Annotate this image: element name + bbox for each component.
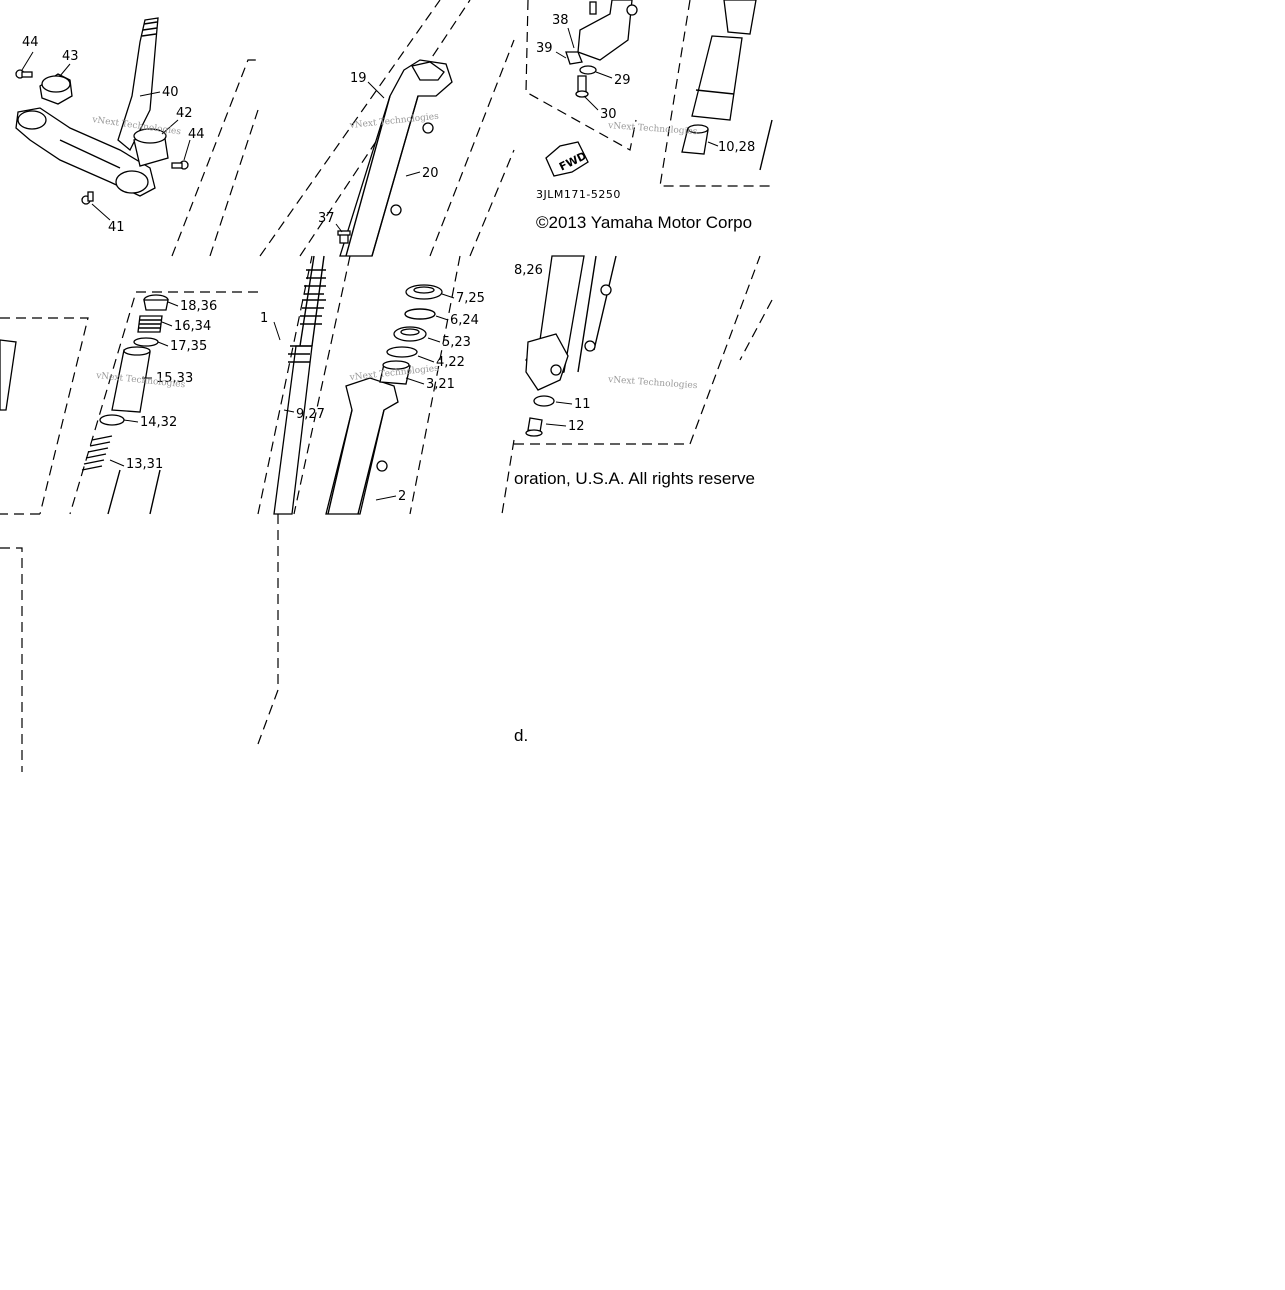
tile-bottom-right: d. (514, 726, 528, 745)
callout-42: 42 (176, 106, 193, 121)
washer-11-part (533, 395, 555, 407)
callout-16-34: 16,34 (174, 319, 211, 334)
callout-4-22: 4,22 (436, 355, 465, 370)
callout-38: 38 (552, 13, 569, 28)
cap-bolt-16-34 (137, 315, 163, 333)
nut-39-part (565, 51, 583, 65)
oil-seal-5-23 (393, 326, 427, 342)
tile-inner-tube-seals: 1 9,27 2 7,25 6,24 5,23 4,22 3,21 vNext … (257, 255, 515, 515)
o-ring-17-35 (133, 337, 159, 347)
copyright-line-2: oration, U.S.A. All rights reserve (514, 469, 755, 488)
bolt-41 (81, 191, 94, 205)
callout-44-right: 44 (188, 127, 205, 142)
callout-7-25: 7,25 (456, 291, 485, 306)
callout-15-33: 15,33 (156, 371, 193, 386)
outer-tube-2-part (325, 377, 399, 515)
tile-outer-tube-top: 19 20 37 vNext Technologies (259, 0, 515, 257)
bushing-3-21 (379, 360, 411, 385)
callout-20: 20 (422, 166, 439, 181)
rebound-spring-9-27 (288, 269, 326, 363)
callout-5-23: 5,23 (442, 335, 471, 350)
callout-11: 11 (574, 397, 591, 412)
callout-18-36: 18,36 (180, 299, 217, 314)
callout-14-32: 14,32 (140, 415, 177, 430)
callout-43: 43 (62, 49, 79, 64)
bolt-38-part (589, 1, 597, 15)
bolt-44-right (171, 160, 189, 170)
tile-axle-fwd: FWD 38 39 29 30 10,28 3JLM171-5250 ©2013… (525, 0, 773, 232)
tile-slider-bottom: 8,26 11 12 oration, U.S.A. All rights re… (514, 255, 773, 488)
callout-9-27: 9,27 (296, 407, 325, 422)
callout-10-28: 10,28 (718, 140, 755, 155)
steering-stem-part (117, 17, 159, 152)
part-code-label: 3JLM171-5250 (536, 188, 621, 201)
spring-13-31 (81, 435, 113, 471)
part-43-collar (39, 73, 73, 105)
bolt-30-part (575, 75, 589, 98)
callout-1: 1 (260, 311, 268, 326)
callout-41: 41 (108, 220, 125, 235)
bolt-37-part (337, 230, 351, 244)
callout-39: 39 (536, 41, 553, 56)
slider-bottom-part (577, 0, 638, 61)
callout-17-35: 17,35 (170, 339, 207, 354)
callout-40: 40 (162, 85, 179, 100)
part-42-bearing (133, 128, 169, 167)
callout-2: 2 (398, 489, 406, 504)
bolt-44-top (15, 69, 33, 79)
watermark-tile-6: vNext Technologies (607, 375, 698, 391)
outer-tube-19-part (339, 59, 453, 257)
lower-bracket-part (15, 107, 156, 197)
watermark-tile-3: vNext Technologies (607, 121, 698, 137)
tile-bottom-middle (257, 514, 279, 745)
callout-3-21: 3,21 (426, 377, 455, 392)
callout-13-31: 13,31 (126, 457, 163, 472)
callout-12: 12 (568, 419, 585, 434)
copyright-tail: d. (514, 726, 528, 745)
callout-19: 19 (350, 71, 367, 86)
washer-29-part (579, 65, 597, 75)
callout-30: 30 (600, 107, 617, 122)
tile-steering-head: 44 43 40 42 44 41 vNext Technologies (15, 17, 259, 257)
clip-6-24 (404, 308, 436, 320)
callout-44-top: 44 (22, 35, 39, 50)
cap-18-36 (143, 294, 169, 311)
callout-8-26: 8,26 (514, 263, 543, 278)
fwd-arrow-icon: FWD (545, 141, 589, 177)
washer-14-32 (99, 414, 125, 426)
callout-37: 37 (318, 211, 335, 226)
tile-damper-parts: 18,36 16,34 17,35 15,33 14,32 13,31 vNex… (0, 291, 258, 515)
bolt-12-part (525, 417, 543, 437)
tile-bottom-left (0, 547, 23, 772)
slider-8-26-part (525, 255, 617, 391)
part-10-28 (681, 124, 709, 155)
damper-tube-part (691, 0, 757, 121)
callout-29: 29 (614, 73, 631, 88)
callout-6-24: 6,24 (450, 313, 479, 328)
copyright-line-1: ©2013 Yamaha Motor Corpo (536, 213, 752, 232)
washer-4-22 (386, 346, 418, 358)
spacer-15-33 (111, 346, 151, 413)
dust-seal-7-25 (405, 284, 443, 300)
